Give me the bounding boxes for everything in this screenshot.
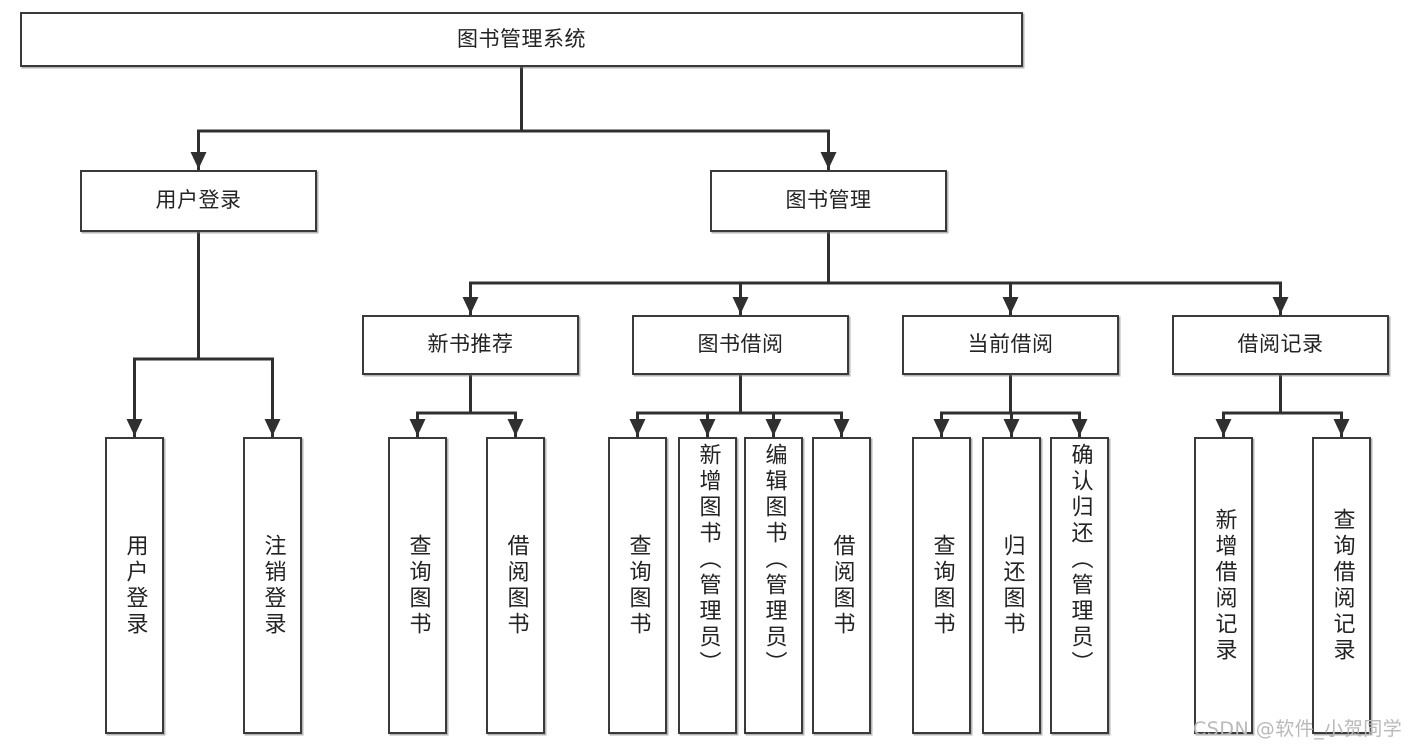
node-label: 新增借阅记录: [1211, 507, 1237, 664]
node-label: 图书借阅: [697, 332, 784, 357]
arrow-head-icon: [190, 152, 207, 169]
node-label: 注销登录: [260, 533, 286, 638]
node-label: 用户登录: [122, 533, 148, 638]
arrow-head-icon: [462, 297, 479, 314]
node-leaf8[interactable]: 借阅图书: [812, 437, 871, 734]
node-label: 图书管理系统: [457, 26, 586, 51]
node-leaf6[interactable]: 新增图书（管理员）: [678, 437, 737, 734]
node-l3a[interactable]: 新书推荐: [362, 315, 579, 375]
node-leaf10[interactable]: 归还图书: [982, 437, 1041, 734]
node-label: 查询图书: [405, 533, 431, 638]
node-l2a[interactable]: 用户登录: [80, 170, 317, 232]
arrow-head-icon: [1272, 297, 1289, 314]
arrow-head-icon: [765, 419, 782, 436]
node-leaf2[interactable]: 注销登录: [243, 437, 302, 734]
node-label: 新增图书（管理员）: [695, 443, 721, 677]
arrow-head-icon: [699, 419, 716, 436]
node-l3d[interactable]: 借阅记录: [1172, 315, 1389, 375]
arrow-head-icon: [732, 297, 749, 314]
csdn-watermark: CSDN @软件_小贺同学: [1193, 718, 1403, 740]
node-label: 用户登录: [155, 188, 242, 213]
node-label: 编辑图书（管理员）: [761, 443, 787, 677]
node-label: 借阅图书: [503, 533, 529, 638]
node-leaf7[interactable]: 编辑图书（管理员）: [744, 437, 803, 734]
node-label: 借阅图书: [829, 533, 855, 638]
arrow-head-icon: [933, 419, 950, 436]
node-label: 新书推荐: [427, 332, 514, 357]
node-leaf9[interactable]: 查询图书: [912, 437, 971, 734]
arrow-head-icon: [264, 419, 281, 436]
node-leaf11[interactable]: 确认归还（管理员）: [1050, 437, 1109, 734]
arrow-head-icon: [629, 419, 646, 436]
arrow-head-icon: [507, 419, 524, 436]
arrow-head-icon: [820, 152, 837, 169]
node-leaf13[interactable]: 查询借阅记录: [1312, 437, 1371, 734]
node-label: 当前借阅: [967, 332, 1054, 357]
arrow-head-icon: [126, 419, 143, 436]
arrow-head-icon: [1215, 419, 1232, 436]
node-label: 归还图书: [999, 533, 1025, 638]
node-label: 借阅记录: [1237, 332, 1324, 357]
arrow-head-icon: [1071, 419, 1088, 436]
node-leaf3[interactable]: 查询图书: [388, 437, 447, 734]
node-leaf5[interactable]: 查询图书: [608, 437, 667, 734]
node-label: 查询图书: [929, 533, 955, 638]
arrow-head-icon: [1333, 419, 1350, 436]
arrow-head-icon: [409, 419, 426, 436]
node-leaf4[interactable]: 借阅图书: [486, 437, 545, 734]
node-l3b[interactable]: 图书借阅: [632, 315, 849, 375]
node-leaf1[interactable]: 用户登录: [105, 437, 164, 734]
node-leaf12[interactable]: 新增借阅记录: [1194, 437, 1253, 734]
node-l3c[interactable]: 当前借阅: [902, 315, 1119, 375]
arrow-head-icon: [1003, 419, 1020, 436]
node-label: 查询图书: [625, 533, 651, 638]
node-root[interactable]: 图书管理系统: [20, 12, 1023, 67]
arrow-head-icon: [833, 419, 850, 436]
node-label: 查询借阅记录: [1329, 507, 1355, 664]
arrow-head-icon: [1002, 297, 1019, 314]
node-label: 图书管理: [785, 188, 872, 213]
node-l2b[interactable]: 图书管理: [710, 170, 947, 232]
node-label: 确认归还（管理员）: [1067, 443, 1093, 677]
